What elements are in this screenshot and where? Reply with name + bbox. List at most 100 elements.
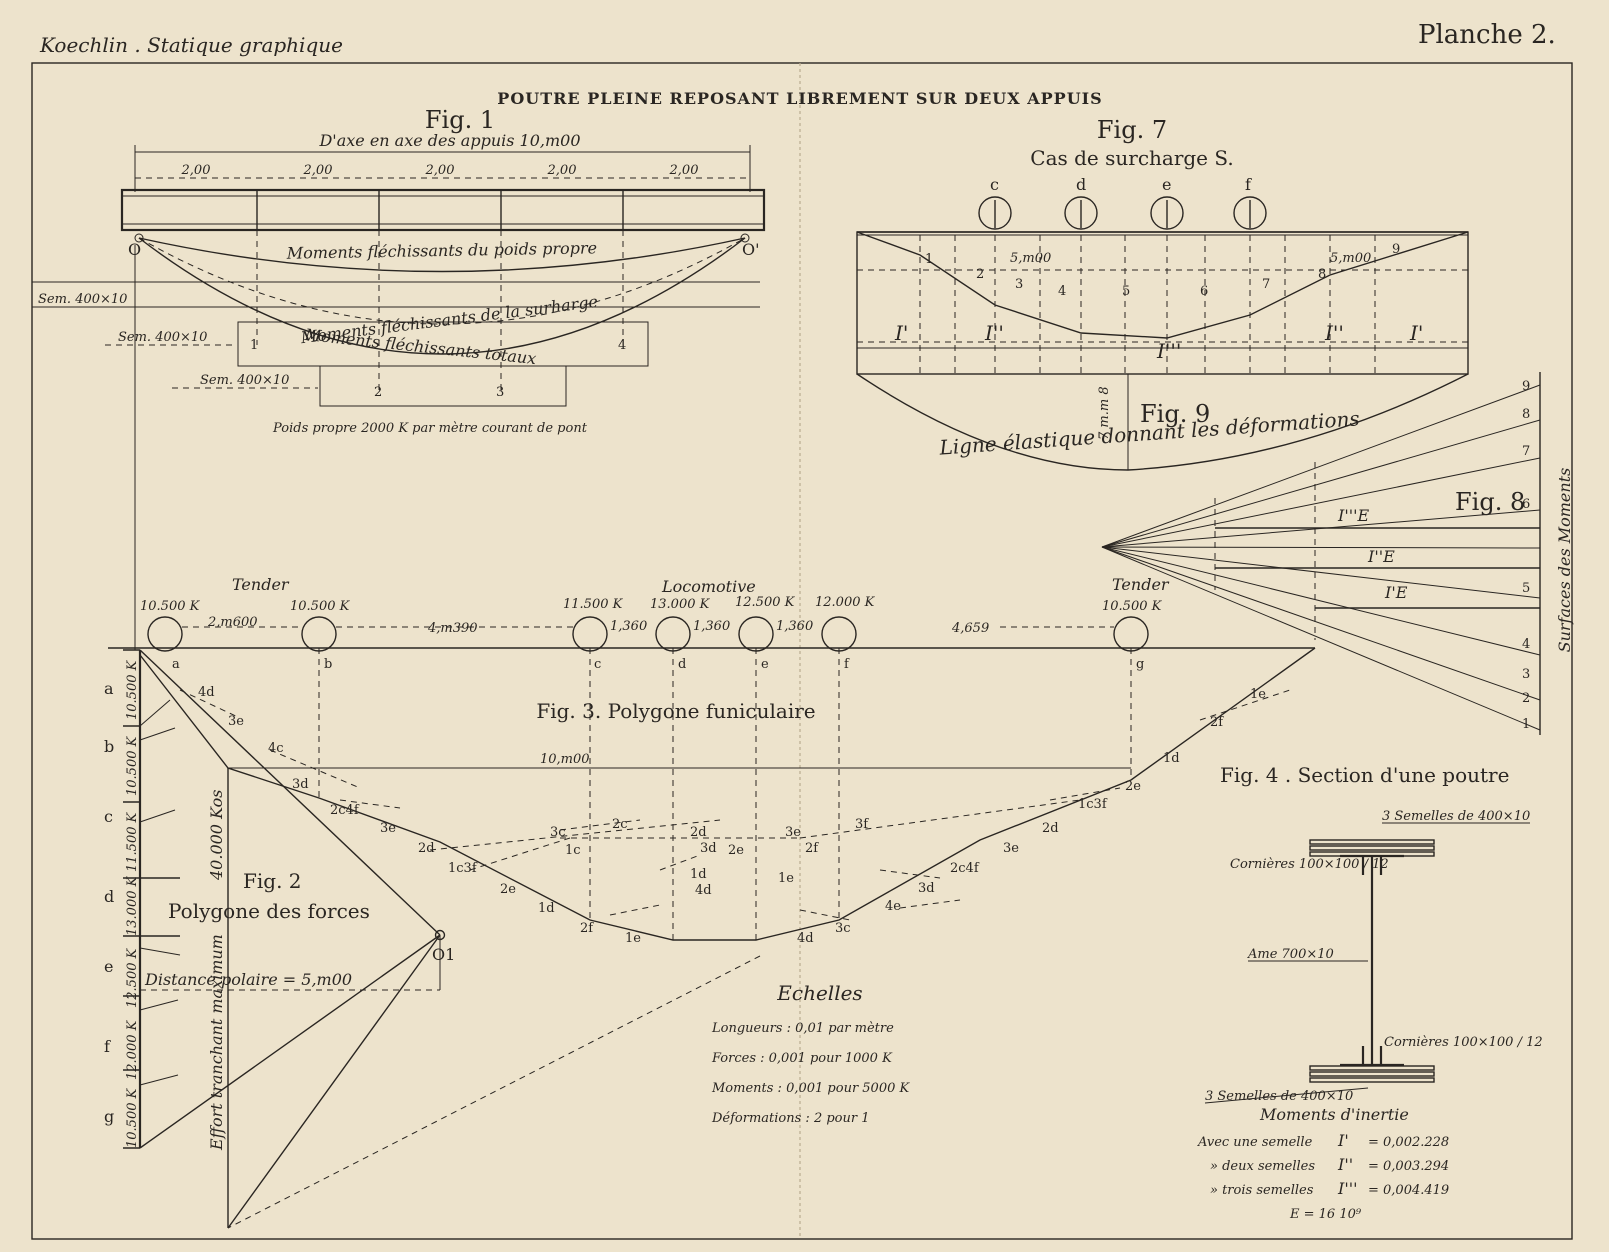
fig4-web-label: Ame 700×10 — [1247, 947, 1334, 962]
fig3-label-27: 2d — [690, 825, 707, 840]
fig7-load-label-c: c — [990, 175, 999, 194]
fig2-letter-a: a — [104, 679, 114, 698]
fig3-title: Fig. 3. Polygone funiculaire — [536, 699, 815, 723]
fig3-label-31: 2e — [728, 843, 744, 858]
fig4-top-angles: Cornières 100×100 / 12 — [1230, 857, 1389, 872]
fig1-spacing-5: 2,00 — [669, 163, 699, 178]
fig1-title: Fig. 1 — [425, 106, 495, 134]
fig2-shear: Effort tranchant maximum — [207, 934, 226, 1151]
fig1-point-1: 1 — [250, 338, 258, 353]
fig4-title: Fig. 4 . Section d'une poutre — [1220, 763, 1509, 787]
fig7-inertia-2: I'' — [984, 321, 1004, 345]
train-load-e: 12.500 K — [735, 595, 796, 610]
fig2-letter-e: e — [104, 957, 113, 976]
fig8-label-1: I'''E — [1337, 506, 1370, 525]
fig7-load-c — [978, 196, 1012, 230]
fig7-dim-2: 5,m00 — [1330, 251, 1371, 266]
fig2-load-d: 13.000 K — [125, 875, 140, 936]
fig7-point-9: 9 — [1392, 242, 1400, 257]
fig8-tick-2: 2 — [1522, 691, 1530, 706]
fig8-title: Fig. 8 — [1455, 488, 1525, 516]
train-letter-e: e — [761, 657, 769, 672]
fig3-label-22: 1d — [1163, 751, 1180, 766]
fig7-subtitle: Cas de surcharge S. — [1030, 146, 1233, 170]
fig3-label-30: 1c — [565, 843, 581, 858]
fig2-letter-b: b — [104, 737, 114, 756]
fig2-letter-f: f — [104, 1037, 111, 1056]
train-tender-left: Tender — [232, 575, 290, 594]
fig7-point-6: 6 — [1200, 284, 1208, 299]
fig3-label-17: 2c4f — [950, 861, 980, 876]
train-load-a: 10.500 K — [140, 599, 201, 614]
fig1-group: Fig. 1 D'axe en axe des appuis 10,m00 2,… — [32, 106, 766, 650]
fig3-label-1: 4d — [198, 685, 215, 700]
fig7-inertia-4: I'' — [1324, 321, 1344, 345]
train-letter-g: g — [1136, 657, 1144, 672]
train-spacing-3: 1,360 — [610, 619, 647, 634]
fig2-load-a: 10.500 K — [125, 659, 140, 720]
fig4-top-flanges: 3 Semelles de 400×10 — [1382, 809, 1530, 824]
fig9-group: Fig. 9 7 m.m 8 Ligne élastique donnant l… — [856, 373, 1469, 471]
fig7-title: Fig. 7 — [1097, 116, 1167, 144]
fig1-flange-3: Sem. 400×10 — [200, 373, 289, 388]
fig8-tick-1: 1 — [1522, 717, 1530, 732]
fig8-group: I'''E I''E I'E Fig. 8 Surfaces des Momen… — [1101, 372, 1574, 735]
fig1-span-label: D'axe en axe des appuis 10,m00 — [318, 131, 580, 150]
wheel-e — [738, 616, 774, 652]
train-tender-right: Tender — [1112, 575, 1170, 594]
fig3-label-3: 4c — [268, 741, 284, 756]
fig3-label-32: 2f — [805, 841, 819, 856]
fig3-trial-lines — [179, 689, 1291, 921]
fig7-dim-1: 5,m00 — [1010, 251, 1051, 266]
train-load-g: 10.500 K — [1102, 599, 1163, 614]
fig7-verticals — [919, 235, 1376, 374]
fig7-point-8: 8 — [1318, 267, 1326, 282]
train-load-f: 12.000 K — [815, 595, 876, 610]
scales-line-3: Moments : 0,001 pour 5000 K — [711, 1081, 911, 1096]
fig3-label-19: 2d — [1042, 821, 1059, 836]
fig3-label-24: 1e — [1250, 687, 1266, 702]
fig1-note: Poids propre 2000 K par mètre courant de… — [272, 421, 588, 436]
fig1-flange-plate-3 — [319, 365, 567, 407]
scales-line-2: Forces : 0,001 pour 1000 K — [711, 1051, 893, 1066]
fig4-group: Fig. 4 . Section d'une poutre 3 Semelles… — [1197, 763, 1543, 1222]
train-letter-b: b — [324, 657, 332, 672]
fig4-inertia-title: Moments d'inertie — [1259, 1105, 1409, 1124]
fig1-beam — [120, 188, 766, 232]
fig1-spacing-2: 2,00 — [303, 163, 333, 178]
fig2-load-b: 10.500 K — [125, 735, 140, 796]
fig4-inertia-label-1: Avec une semelle — [1197, 1135, 1313, 1150]
fig4-inertia-val-1: = 0,002.228 — [1368, 1135, 1449, 1150]
fig3-label-28: 3d — [700, 841, 717, 856]
train-letter-d: d — [678, 657, 686, 672]
wheel-a — [147, 616, 183, 652]
scales-title: Echelles — [776, 981, 862, 1005]
fig3-label-2: 3e — [228, 714, 244, 729]
fig2-force: 40.000 Kos — [207, 790, 226, 881]
fig9-depth: 7 m.m 8 — [1097, 386, 1112, 440]
fig8-tick-4: 4 — [1522, 637, 1530, 652]
fig3-label-29: 3e — [785, 825, 801, 840]
fig7-point-7: 7 — [1262, 277, 1270, 292]
fig3-funicular-polygon — [139, 647, 1316, 941]
wheel-c — [572, 616, 608, 652]
fig4-inertia-label-2: » deux semelles — [1210, 1159, 1315, 1174]
fig7-load-f — [1233, 196, 1267, 230]
fig8-tick-3: 3 — [1522, 667, 1530, 682]
fig4-inertia-label-3: » trois semelles — [1210, 1183, 1314, 1198]
fig7-point-4: 4 — [1058, 284, 1066, 299]
fig2-group: O1 Distance polaire = 5,m00 Fig. 2 Polyg… — [104, 649, 455, 1229]
fig4-inertia-sym-2: I'' — [1337, 1155, 1353, 1174]
train-spacing-5: 1,360 — [776, 619, 813, 634]
fig3-label-25: 3c — [550, 825, 566, 840]
fig4-inertia-val-2: = 0,003.294 — [1368, 1159, 1449, 1174]
fig2-subtitle: Polygone des forces — [168, 899, 370, 923]
fig8-tick-6: 6 — [1522, 497, 1530, 512]
fig4-inertia-sym-1: I' — [1337, 1131, 1349, 1150]
scales-line-1: Longueurs : 0,01 par mètre — [711, 1021, 894, 1036]
fig2-letter-g: g — [104, 1107, 114, 1126]
fig7-load-label-f: f — [1245, 175, 1252, 194]
fig3-group: Fig. 3. Polygone funiculaire 10,m00 — [139, 647, 1316, 1229]
fig1-support-right: O' — [742, 240, 760, 259]
fig3-label-13: 4d — [797, 931, 814, 946]
